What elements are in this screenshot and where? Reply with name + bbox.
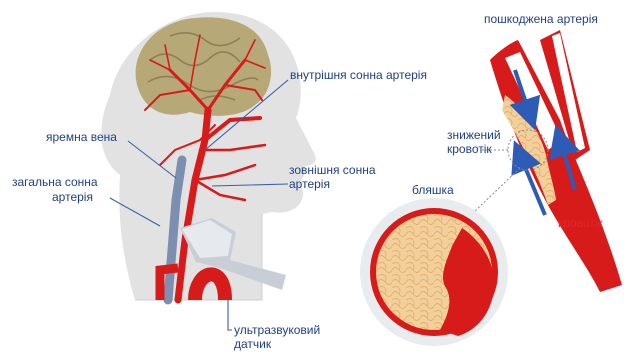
label-blood-flow: кровотік <box>558 216 603 230</box>
label-external-carotid-line1: зовнішня сонна <box>289 163 376 177</box>
plaque-cross-section <box>360 198 508 346</box>
label-external-carotid-line2: артерія <box>289 177 330 191</box>
label-common-carotid-line2: артерія <box>52 190 93 204</box>
label-ultrasound-line1: ультразвуковий <box>234 323 320 337</box>
label-reduced-flow-line2: кровотік <box>447 142 492 156</box>
label-damaged-artery: пошкоджена артерія <box>484 12 598 26</box>
label-internal-carotid: внутрішня сонна артерія <box>290 68 427 82</box>
label-ultrasound-line2: датчик <box>234 337 271 351</box>
label-plaque: бляшка <box>412 183 454 197</box>
label-jugular-vein: яремна вена <box>46 130 117 144</box>
damaged-artery <box>490 30 622 292</box>
label-common-carotid-line1: загальна сонна <box>12 175 98 189</box>
label-reduced-flow-line1: знижений <box>447 128 501 142</box>
